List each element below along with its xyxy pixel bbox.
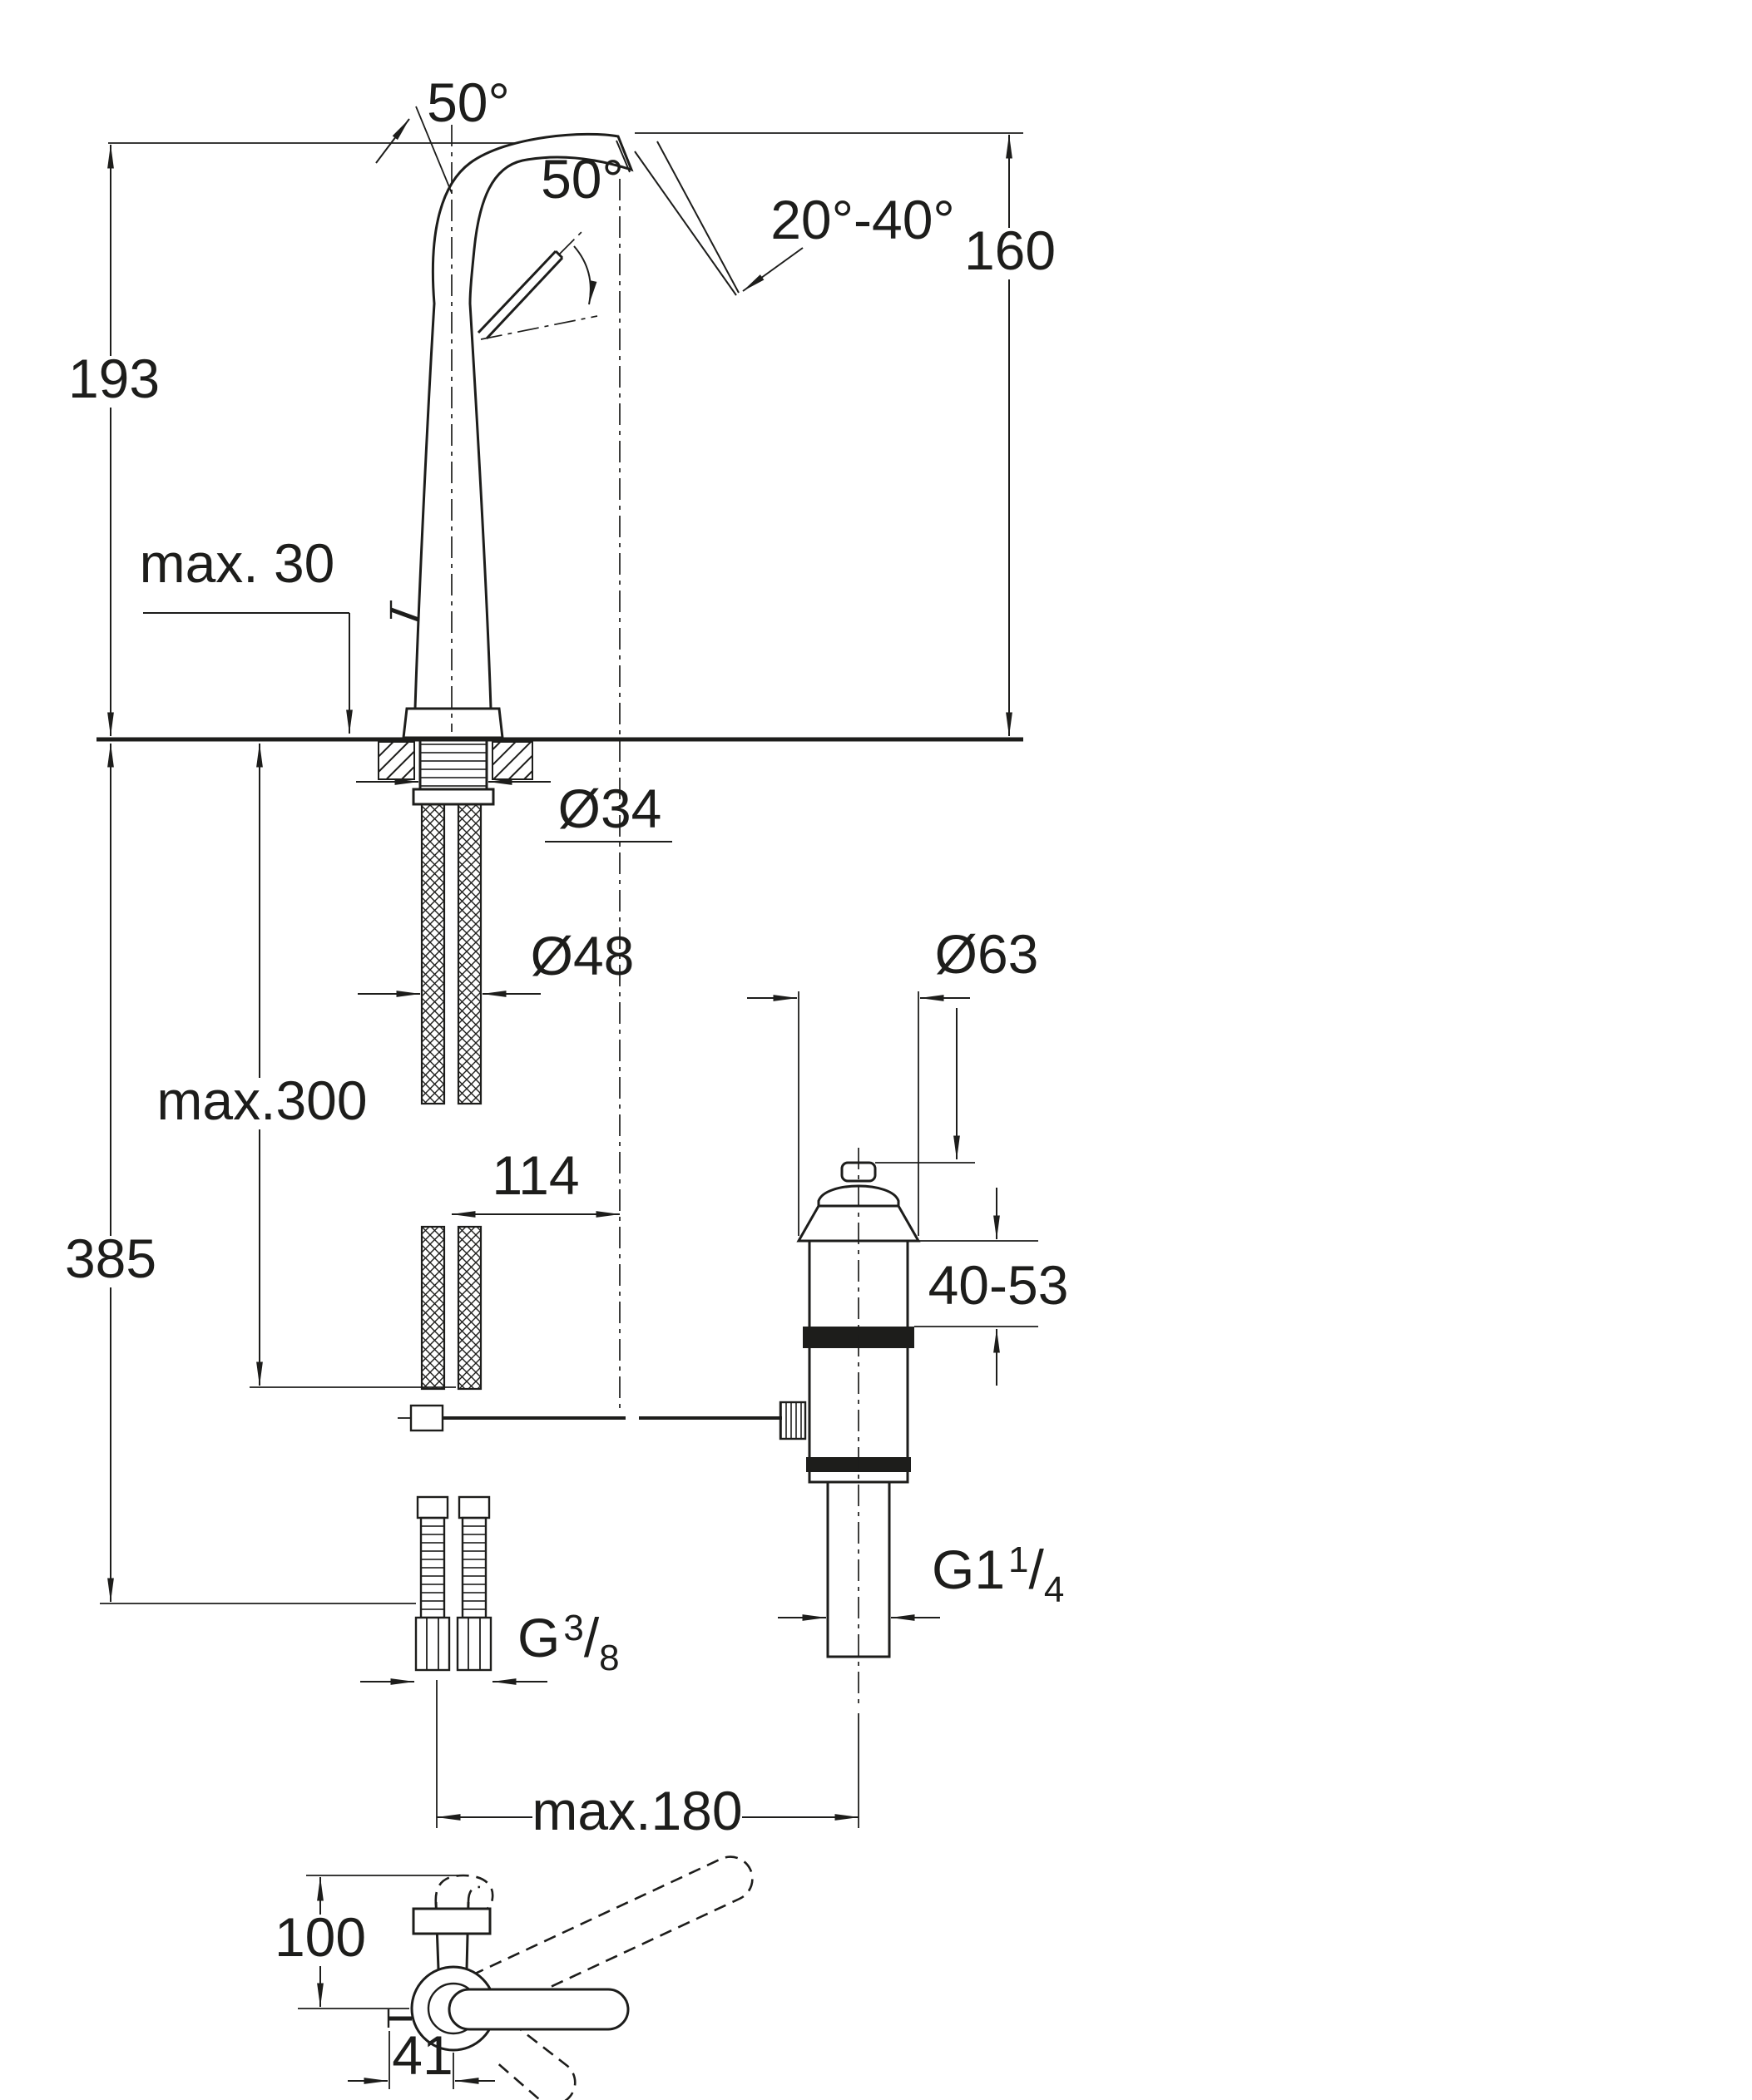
angle-label-spout-50: 50° xyxy=(427,72,510,133)
dim-label-40-53: 40-53 xyxy=(928,1254,1069,1316)
tilt-reference-line xyxy=(415,106,453,194)
hose-connector-right xyxy=(456,1495,492,1672)
dim-label-114: 114 xyxy=(492,1144,579,1206)
pop-up-rod xyxy=(398,1404,782,1432)
dim-label-41: 41 xyxy=(392,2024,453,2086)
dim-label-385: 385 xyxy=(65,1228,156,1289)
lever-top-view xyxy=(448,1988,630,2031)
side-view: 193 max. 30 160 50° 50° 20°-40° xyxy=(65,72,1059,780)
supply-hose-left-lower xyxy=(420,1225,446,1391)
lever-handle xyxy=(477,229,598,340)
dim-max180: max.180 xyxy=(436,1680,859,1841)
angle-label-lever-50: 50° xyxy=(541,148,624,210)
dia-label-34: Ø34 xyxy=(558,778,662,839)
mounting-shank xyxy=(418,738,488,791)
supply-hose-left xyxy=(420,803,446,1105)
tilt-arrow xyxy=(375,118,410,164)
top-view: 100 41 xyxy=(268,1855,754,2100)
rod-adjuster-knob xyxy=(779,1401,807,1440)
spout-nose-dashed xyxy=(434,1874,494,1914)
swivel-wedge xyxy=(634,141,804,296)
pop-up-waste: Ø63 40-53 G11/4 xyxy=(747,923,1068,1707)
mounting-nut xyxy=(412,788,495,806)
aerator-line xyxy=(616,140,631,173)
hose-connector-left xyxy=(414,1495,451,1672)
counter-hatch-left xyxy=(378,741,415,780)
supply-hose-right xyxy=(457,803,483,1105)
dia-label-48: Ø48 xyxy=(531,925,635,986)
dia-label-63: Ø63 xyxy=(935,923,1039,985)
spout-collar xyxy=(412,1907,492,1935)
pull-rod-knob xyxy=(389,600,419,622)
thread-label-g114: G11/4 xyxy=(932,1539,1064,1610)
dim-label-max30: max. 30 xyxy=(140,532,335,594)
dim-label-100: 100 xyxy=(275,1906,366,1968)
angle-label-range-20-40: 20°-40° xyxy=(770,189,955,250)
spout-nose-inner-dashed xyxy=(467,1885,481,1903)
dim-label-max180: max.180 xyxy=(532,1780,742,1841)
dim-label-160: 160 xyxy=(964,220,1056,281)
dim-label-max300: max.300 xyxy=(156,1070,367,1131)
counter-hatch-right xyxy=(492,741,533,780)
dim-label-193: 193 xyxy=(68,348,160,409)
thread-label-g38: G3/8 xyxy=(517,1607,620,1678)
under-counter-view: Ø34 Ø48 max.300 385 114 G3/8 xyxy=(62,179,782,1685)
faucet-base xyxy=(402,707,504,739)
supply-hose-right-lower xyxy=(457,1225,483,1391)
lever-swing-lower xyxy=(494,2021,577,2100)
faucet-body xyxy=(413,132,634,710)
lever-swing-upper xyxy=(460,1855,754,2022)
